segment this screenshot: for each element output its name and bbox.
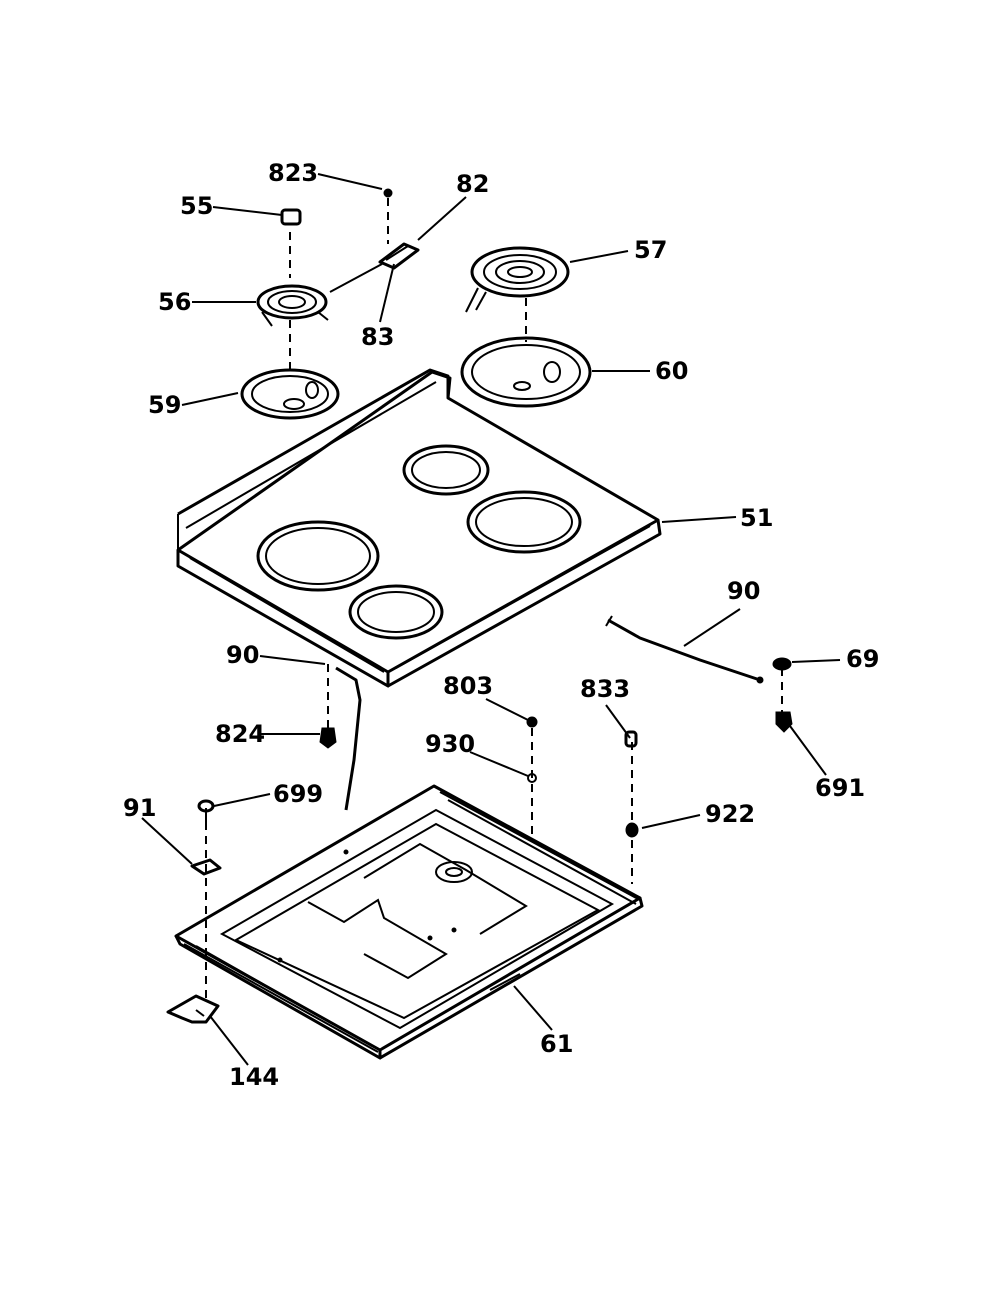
drip-bowl-59-icon (240, 368, 340, 420)
nut-824-icon (319, 727, 337, 749)
clip-922-icon (625, 822, 639, 838)
label-69: 69 (846, 645, 879, 673)
label-83: 83 (361, 323, 394, 351)
label-699: 699 (273, 780, 323, 808)
screw-823-icon (383, 188, 393, 198)
rod-90-left-icon (335, 666, 362, 811)
washer-69-icon (772, 657, 792, 671)
label-922: 922 (705, 800, 755, 828)
small-element-56-icon (256, 284, 329, 327)
label-691: 691 (815, 774, 865, 802)
label-82: 82 (456, 170, 489, 198)
label-824: 824 (215, 720, 265, 748)
screw-699-icon (197, 799, 215, 826)
label-61: 61 (540, 1030, 573, 1058)
cap-55-icon (280, 208, 302, 226)
washer-930-icon (527, 773, 537, 783)
label-803: 803 (443, 672, 493, 700)
drip-bowl-60-icon (460, 336, 592, 408)
label-57: 57 (634, 236, 667, 264)
label-60: 60 (655, 357, 688, 385)
label-90-left: 90 (226, 641, 259, 669)
label-833: 833 (580, 675, 630, 703)
label-90-right: 90 (727, 577, 760, 605)
screw-833-icon (624, 730, 638, 748)
label-930: 930 (425, 730, 475, 758)
bolt-691-icon (775, 711, 793, 733)
label-823: 823 (268, 159, 318, 187)
terminal-block-82-icon (329, 242, 420, 293)
assembly-lines (205, 198, 783, 1000)
label-144: 144 (229, 1063, 279, 1091)
bracket-144-icon (166, 994, 220, 1024)
large-element-57-icon (465, 246, 570, 313)
label-55: 55 (180, 192, 213, 220)
rod-90-right-icon (605, 615, 764, 684)
label-56: 56 (158, 288, 191, 316)
cooktop-51-icon (176, 368, 662, 688)
label-59: 59 (148, 391, 181, 419)
label-51: 51 (740, 504, 773, 532)
leader-lines (141, 173, 841, 1066)
clip-91-icon (190, 858, 222, 876)
burner-box-61-icon (174, 784, 644, 1060)
screw-803-icon (526, 716, 538, 728)
label-91: 91 (123, 794, 156, 822)
